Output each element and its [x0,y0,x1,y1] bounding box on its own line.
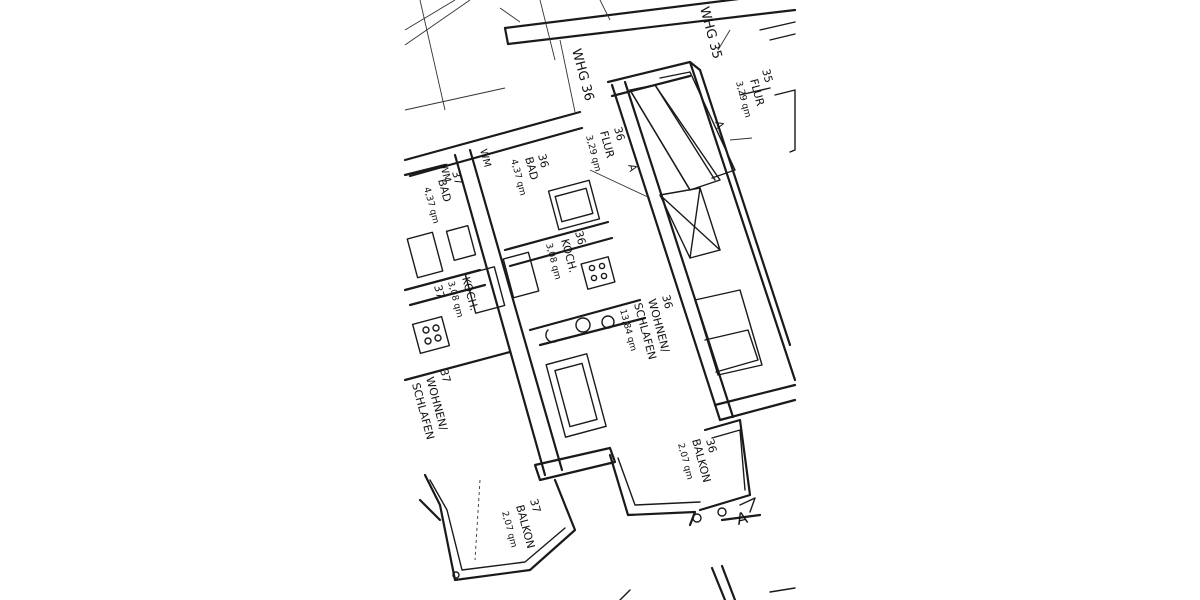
section-mark-a-36: A [625,162,640,173]
room-unit-37-koch: 37 [431,283,447,300]
walls [403,0,797,561]
room-unit-37-bad: 37 [449,169,465,186]
balconies [418,418,796,600]
room-unit-36-balkon: 36 [703,437,719,454]
wm-label-36: WM [477,148,492,169]
section-mark-a-35: A [712,119,727,130]
wm-label-37: WM [437,163,452,184]
labels: WHG 35 WHG 36 35 FLUR 3,29 qm 36 FLUR 3,… [409,5,775,550]
room-name-36-bad: BAD [522,155,541,181]
room-unit-37-balkon: 37 [527,497,543,514]
section-mark-a-bottom: A [734,508,749,529]
room-unit-36-flur: 36 [611,125,627,142]
room-unit-37-wohnen: 37 [437,367,453,384]
room-unit-35-flur: 35 [759,67,775,84]
fixtures [406,179,616,438]
room-unit-36-koch: 36 [572,229,588,246]
room-unit-36-bad: 36 [535,152,551,169]
section-markers: A A A [625,119,762,529]
room-unit-36-wohnen: 36 [659,293,675,310]
room-name-37-bad: BAD [435,177,454,203]
